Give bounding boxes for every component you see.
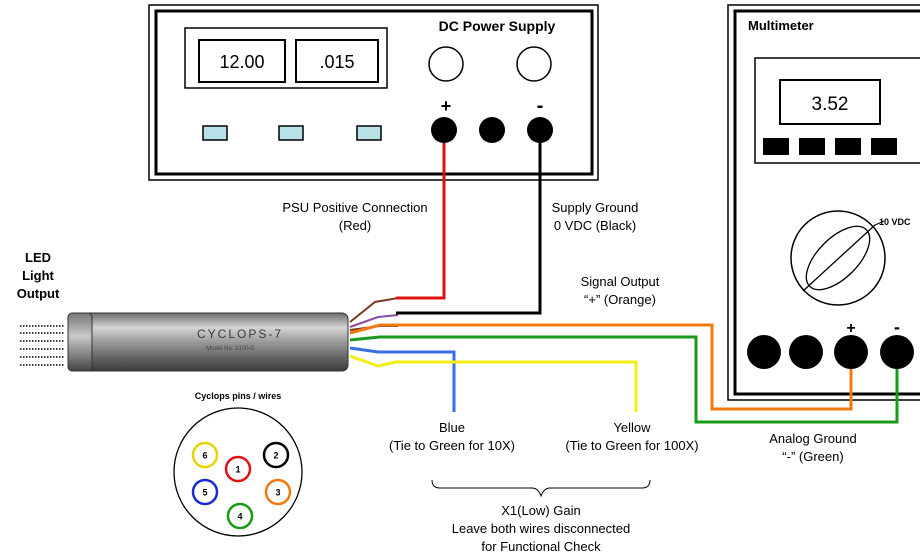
meter-button-2[interactable] [799,138,825,155]
psu-current-display [295,39,379,83]
psu-button-3[interactable] [356,125,382,141]
meter-button-3[interactable] [835,138,861,155]
pinout-pins: 1 2 3 4 5 6 [191,441,292,530]
led-label-line1: LED [25,250,51,265]
yellow-wire-label: Yellow [613,420,651,435]
meter-negative-jack[interactable] [880,335,914,369]
wire-brown-2 [349,297,399,323]
pin-1-circle [224,455,252,483]
meter-button-4[interactable] [871,138,897,155]
psu-button-2[interactable] [278,125,304,141]
meter-dial-ring [790,210,886,306]
meter-plus-label: + [846,320,855,337]
pin-6-circle [191,441,219,469]
multimeter: Multimeter 3.52 10 VDC + - [727,4,920,401]
meter-button-1[interactable] [763,138,789,155]
pin-4-circle [226,502,254,530]
yellow-wire-note: (Tie to Green for 100X) [565,438,698,453]
wire-purple [349,314,399,328]
meter-range-dial[interactable] [790,210,886,306]
cyclops-sensor: CYCLOPS-7 Model No: 2100-0 [67,312,349,372]
wire-blue [349,346,456,412]
gain-brace [431,479,651,498]
pin-2-label: 2 [273,451,278,461]
led-label-line2: Light [22,268,54,283]
psu-positive-label: PSU Positive Connection [282,200,427,215]
psu-negative-terminal[interactable] [527,117,553,143]
pin-6-label: 6 [202,451,207,461]
blue-wire-label: Blue [439,420,465,435]
analog-ground-color: “-” (Green) [782,449,843,464]
pin-3-label: 3 [275,488,280,498]
pin-4-label: 4 [237,512,242,522]
led-light-rays [20,325,65,366]
meter-minus-label: - [894,317,900,337]
signal-output-label: Signal Output [581,274,660,289]
sensor-brand: CYCLOPS-7 [197,327,283,341]
psu-voltage-display [198,39,286,83]
gain-note-line1: X1(Low) Gain [501,503,580,518]
psu-current-value: .015 [319,52,354,72]
supply-ground-color: 0 VDC (Black) [554,218,636,233]
meter-title: Multimeter [748,18,814,33]
pin-5-label: 5 [202,488,207,498]
sensor-lens-cap [67,312,93,372]
meter-dial-knob [805,225,871,291]
wire-green [349,335,899,424]
psu-voltage-value: 12.00 [219,52,264,72]
supply-ground-label: Supply Ground [552,200,639,215]
wire-yellow [349,354,638,412]
analog-ground-label: Analog Ground [769,431,856,446]
pin-3-circle [264,478,292,506]
sensor-model-text: Model No: 2100-0 [206,346,254,352]
pin-1-label: 1 [235,465,240,475]
meter-value: 3.52 [812,94,849,115]
pin-5-circle [191,478,219,506]
psu-positive-terminal[interactable] [431,117,457,143]
signal-output-color: “+” (Orange) [584,292,656,307]
meter-dial-pointer [802,224,876,292]
sensor-body [69,312,349,372]
meter-display [779,79,881,125]
pinout-title: Cyclops pins / wires [195,391,282,401]
psu-title: DC Power Supply [439,18,556,34]
wire-labels: PSU Positive Connection (Red) Supply Gro… [282,200,856,464]
meter-range-label: 10 VDC [879,217,911,227]
led-output: LED Light Output [17,250,65,366]
pin-2-circle [262,441,290,469]
meter-dial-leader [874,220,885,226]
meter-jack-2[interactable] [789,335,823,369]
wire-black [396,143,542,315]
meter-positive-jack[interactable] [834,335,868,369]
wires [349,143,899,424]
dc-power-supply: DC Power Supply 12.00 .015 + - [148,4,599,181]
psu-positive-color: (Red) [339,218,372,233]
psu-middle-terminal[interactable] [479,117,505,143]
psu-minus-label: - [537,95,544,117]
wire-red [396,143,446,300]
wire-orange [349,323,853,411]
psu-button-1[interactable] [202,125,228,141]
pinout-diagram: Cyclops pins / wires 1 2 3 4 5 6 [173,391,303,537]
gain-note-line2: Leave both wires disconnected [452,521,631,536]
psu-plus-label: + [441,96,452,116]
blue-wire-note: (Tie to Green for 10X) [389,438,515,453]
psu-voltage-knob[interactable] [428,46,464,82]
meter-jack-1[interactable] [747,335,781,369]
led-label-line3: Output [17,286,60,301]
gain-note-line3: for Functional Check [481,539,601,554]
gain-note: X1(Low) Gain Leave both wires disconnect… [431,479,651,554]
psu-current-knob[interactable] [516,46,552,82]
